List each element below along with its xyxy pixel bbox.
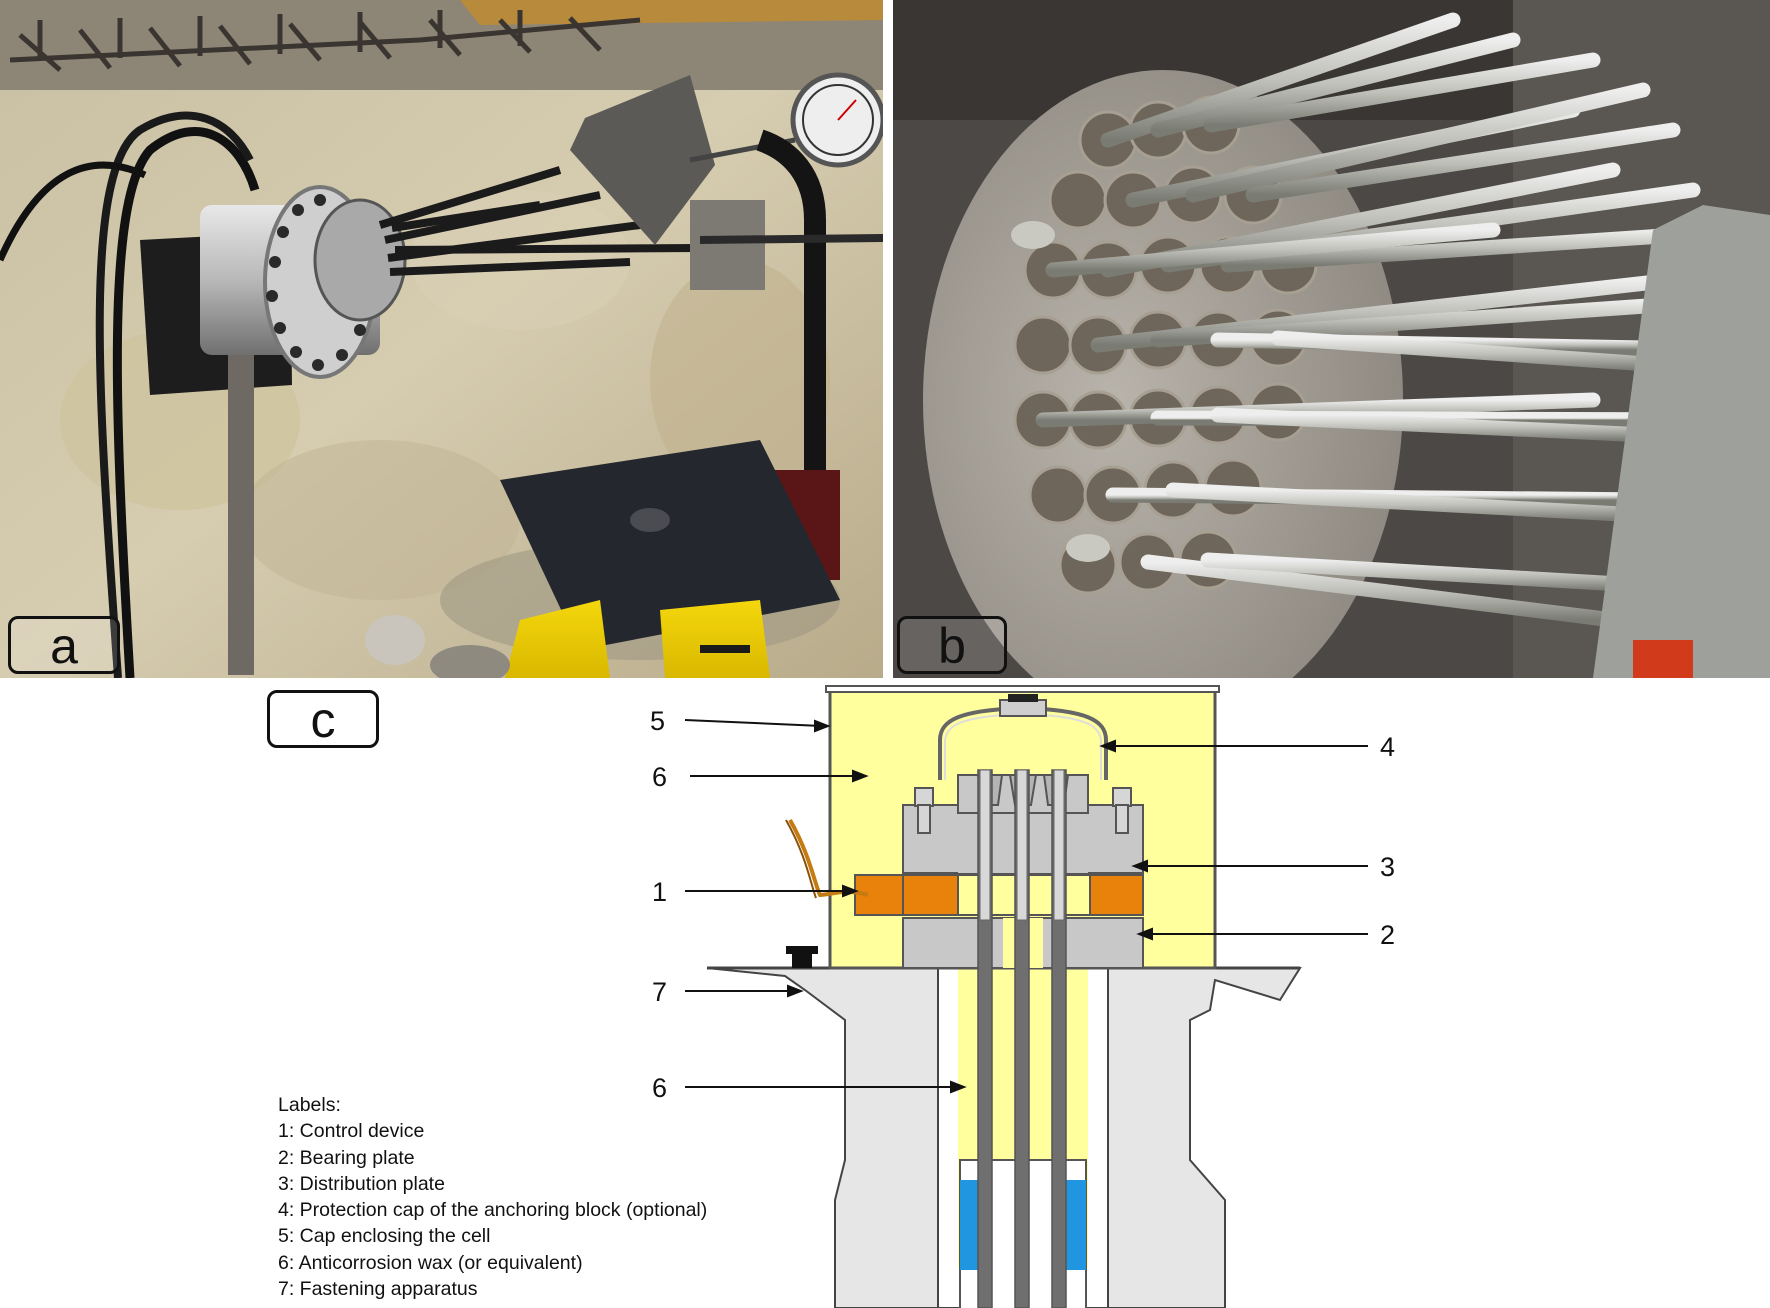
legend-item: 1: Control device (278, 1120, 425, 1143)
legend-item: 4: Protection cap of the anchoring block… (278, 1199, 708, 1222)
callout-arrows (684, 719, 1368, 1094)
callout-6-duct: 6 (652, 1073, 667, 1103)
legend-heading: Labels: (278, 1094, 341, 1116)
photo-a-illustration (0, 0, 883, 678)
callout-1: 1 (652, 877, 667, 907)
callout-3: 3 (1380, 852, 1395, 882)
legend-item: 5: Cap enclosing the cell (278, 1225, 491, 1248)
callout-7: 7 (652, 977, 667, 1007)
callout-4: 4 (1380, 732, 1395, 762)
photo-load-cell-anchor (0, 0, 883, 678)
legend-item: 7: Fastening apparatus (278, 1278, 478, 1301)
legend-item: 3: Distribution plate (278, 1172, 445, 1195)
panel-a-label: a (8, 616, 120, 674)
photo-b-illustration (893, 0, 1770, 678)
callout-5: 5 (650, 706, 665, 736)
legend-item: 2: Bearing plate (278, 1146, 415, 1169)
panel-b-label: b (897, 616, 1007, 674)
callout-6-cap: 6 (652, 762, 667, 792)
labels-legend: Labels: 1: Control device 2: Bearing pla… (278, 1092, 707, 1302)
anchorage-cross-section-diagram: 5 6 1 7 6 4 3 2 (650, 685, 1395, 1308)
panel-c-label: c (267, 690, 379, 748)
legend-item: 6: Anticorrosion wax (or equivalent) (278, 1251, 583, 1274)
callout-2: 2 (1380, 920, 1395, 950)
photo-anchorage-strands (893, 0, 1770, 678)
